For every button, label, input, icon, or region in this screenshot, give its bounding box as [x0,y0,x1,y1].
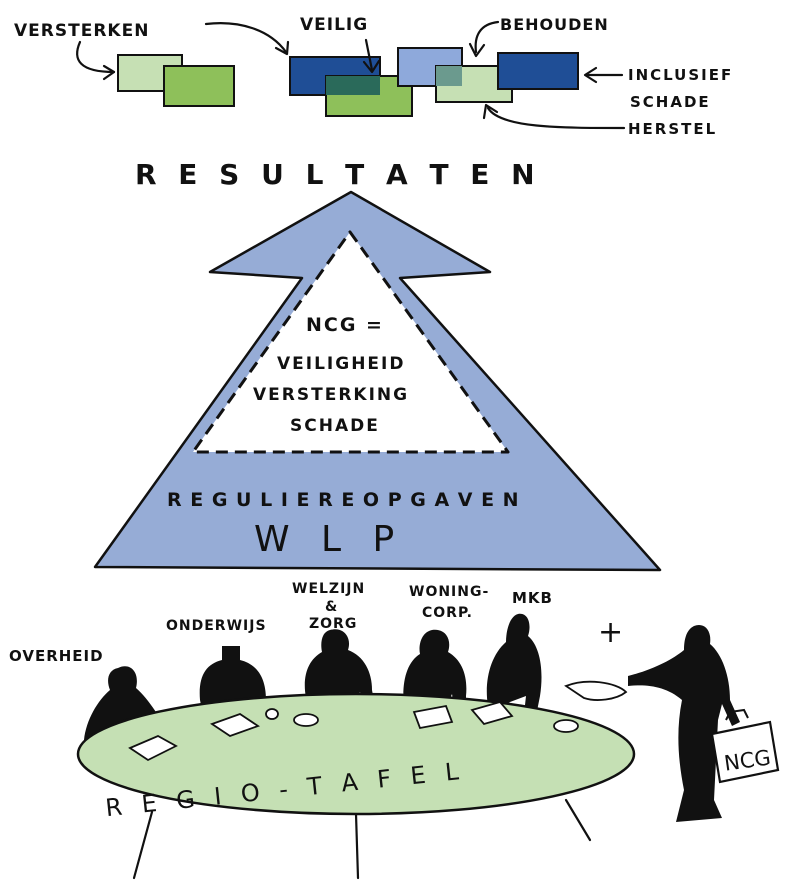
triangle-line-versterking: VERSTERKING [253,385,409,405]
triangle-line-ncg: NCG = [306,314,384,336]
label-herstel: HERSTEL [628,120,717,138]
label-corp: CORP. [422,605,473,621]
table-legs [132,798,592,880]
paper-sheet [412,704,454,730]
paper-sheet [470,700,514,726]
label-mkb: MKB [512,589,553,607]
label-overheid: OVERHEID [9,647,104,665]
label-veilig: VEILIG [300,15,368,35]
arrow-behouden [474,20,500,54]
table-items [128,680,628,762]
arrow-versterken [76,40,116,74]
serving-bowl-icon [564,680,628,701]
label-inclusief: INCLUSIEF [628,66,733,84]
label-onderwijs: ONDERWIJS [166,618,267,634]
cup-saucer-icon [553,719,579,733]
paper-sheet [210,713,260,737]
person-mkb [486,613,542,716]
veilig-block-overlap [326,76,380,95]
label-plus: + [598,615,623,650]
label-schade: SCHADE [630,93,711,111]
arrow-from-versterken-to-veilig [204,22,288,54]
coffee-cup-icon [265,708,279,720]
person-ncg [628,624,740,822]
resultaten-heading: R E S U L T A T E N [135,158,541,191]
label-versterken: VERSTERKEN [14,21,149,41]
label-woning: WONING- [409,584,489,600]
label-welzijn: WELZIJN [292,581,365,597]
paper-sheet [128,734,178,762]
versterken-block-green [163,65,235,107]
reguliere-opgaven-label: R E G U L I E R E O P G A V E N [167,489,520,511]
behouden-block-overlap [436,66,462,86]
inclusief-block-darkblue [497,52,579,90]
ncg-triangle-dashed [191,230,510,454]
cup-saucer-icon [293,713,319,727]
top-arrows [76,20,626,130]
wlp-label: W L P [254,519,404,560]
triangle-line-veiligheid: VEILIGHEID [277,354,405,374]
result-blocks [117,47,579,117]
label-welzijn-amp: & [325,599,337,615]
arrow-herstel [486,106,626,130]
arrow-veilig-down [364,38,374,72]
ncg-briefcase: NCG [710,708,780,784]
triangle-line-schade: SCHADE [290,416,380,436]
label-zorg: ZORG [309,616,357,632]
label-behouden: BEHOUDEN [500,15,609,34]
